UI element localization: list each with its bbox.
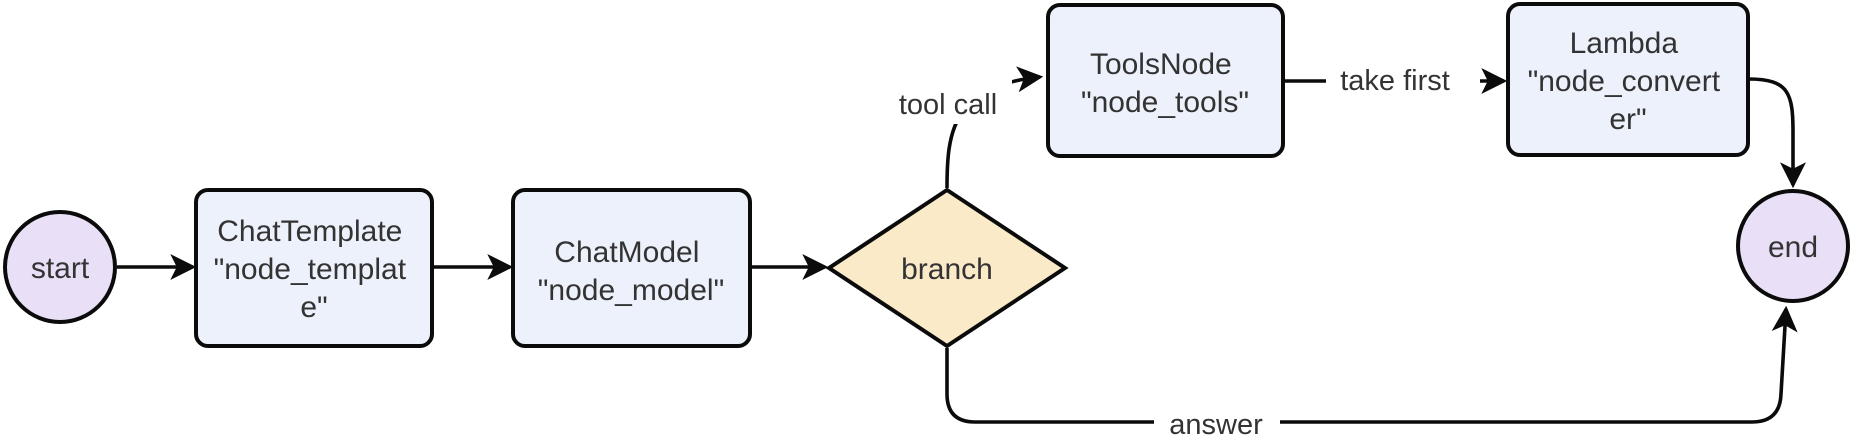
node-lambda-line2: "node_convert — [1528, 65, 1721, 98]
node-start-shape — [3, 210, 117, 324]
edge-label-tool-call-bg — [884, 56, 1012, 124]
edge-label-tool-call: tool call — [884, 56, 1012, 124]
node-end: end — [1736, 189, 1850, 303]
node-toolsnode-label: ToolsNode "node_tools" — [1081, 48, 1249, 119]
edge-label-answer: answer — [1154, 402, 1280, 440]
node-chatmodel-line1: ChatModel — [554, 236, 699, 269]
node-branch: branch — [825, 187, 1069, 349]
node-toolsnode-shape — [1046, 3, 1285, 158]
node-start: start — [3, 210, 117, 324]
node-chatmodel-line2: "node_model" — [538, 274, 724, 307]
node-chatmodel: ChatModel "node_model" — [511, 188, 752, 348]
node-start-label: start — [31, 252, 90, 285]
edge-branch-to-end — [945, 305, 1798, 424]
node-chattemplate-line3: e" — [300, 291, 327, 324]
node-lambda-label: Lambda "node_convert er" — [1528, 27, 1729, 136]
node-toolsnode-line1: ToolsNode — [1090, 48, 1232, 81]
node-lambda-line1: Lambda — [1570, 27, 1679, 60]
edge-label-take-first: take first — [1326, 58, 1480, 102]
node-lambda: Lambda "node_convert er" — [1506, 2, 1750, 157]
edge-lambda-to-end — [1748, 77, 1806, 189]
node-chattemplate-shape — [194, 188, 434, 348]
node-chattemplate-line2: "node_templat — [214, 253, 407, 286]
node-end-shape — [1736, 189, 1850, 303]
node-chattemplate-line1: ChatTemplate — [217, 215, 402, 248]
node-chatmodel-shape — [511, 188, 752, 348]
node-branch-label: branch — [901, 253, 993, 286]
edge-label-answer-text: answer — [1169, 409, 1263, 440]
node-toolsnode-line2: "node_tools" — [1081, 86, 1249, 119]
edge-label-answer-bg — [1154, 402, 1280, 440]
node-toolsnode: ToolsNode "node_tools" — [1046, 3, 1285, 158]
node-chatmodel-label: ChatModel "node_model" — [538, 236, 724, 307]
edge-label-tool-call-text: tool call — [899, 89, 997, 121]
node-end-label: end — [1768, 231, 1818, 264]
node-branch-shape — [825, 187, 1069, 349]
node-lambda-shape — [1506, 2, 1750, 157]
edge-label-take-first-bg — [1326, 58, 1480, 102]
edge-label-take-first-text: take first — [1340, 65, 1450, 97]
node-chattemplate-label: ChatTemplate "node_templat e" — [214, 215, 415, 324]
node-chattemplate: ChatTemplate "node_templat e" — [194, 188, 434, 348]
node-lambda-line3: er" — [1609, 103, 1646, 136]
